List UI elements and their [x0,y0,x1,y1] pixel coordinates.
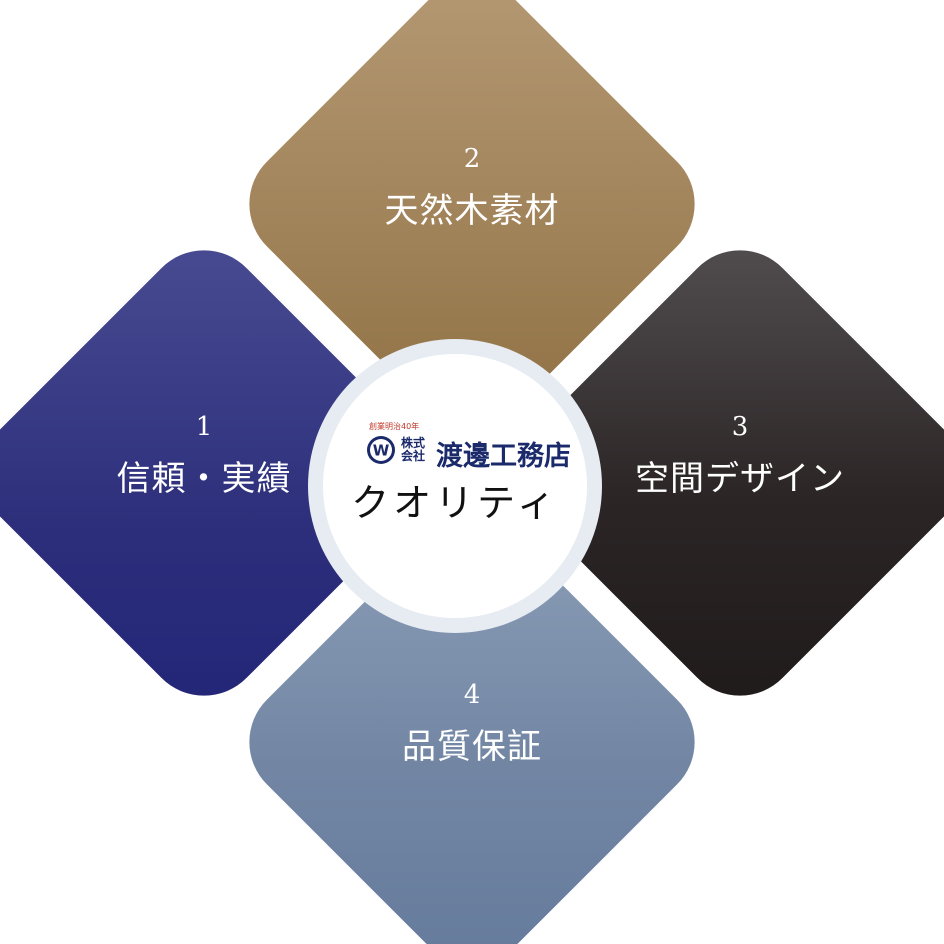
center-circle [323,354,587,618]
founding-tagline: 創業明治40年 [369,422,420,431]
logo-letter: W [373,442,390,460]
pillar-number: 3 [731,412,749,442]
pillar-title: 品質保証 [402,727,542,767]
pillar-number: 2 [463,144,481,174]
pillar-label-space-design: 3 空間デザイン [600,414,880,496]
company-logo: W 株式会社 渡邊工務店 [366,432,586,472]
center-title: クオリティ [351,481,559,525]
pillar-number: 1 [195,412,213,442]
pillar-label-natural-wood: 2 天然木素材 [332,146,612,228]
company-name: 渡邊工務店 [436,441,571,472]
pillar-title: 信頼・実績 [116,459,292,499]
pillar-label-quality-assurance: 4 品質保証 [332,682,612,764]
pillar-number: 4 [463,680,481,710]
company-w-logo-icon: W [367,436,395,464]
pillar-title: 天然木素材 [384,191,560,231]
corporation-type: 株式会社 [401,436,426,463]
pillar-label-trust: 1 信頼・実績 [64,414,344,496]
pillar-title: 空間デザイン [635,459,845,499]
